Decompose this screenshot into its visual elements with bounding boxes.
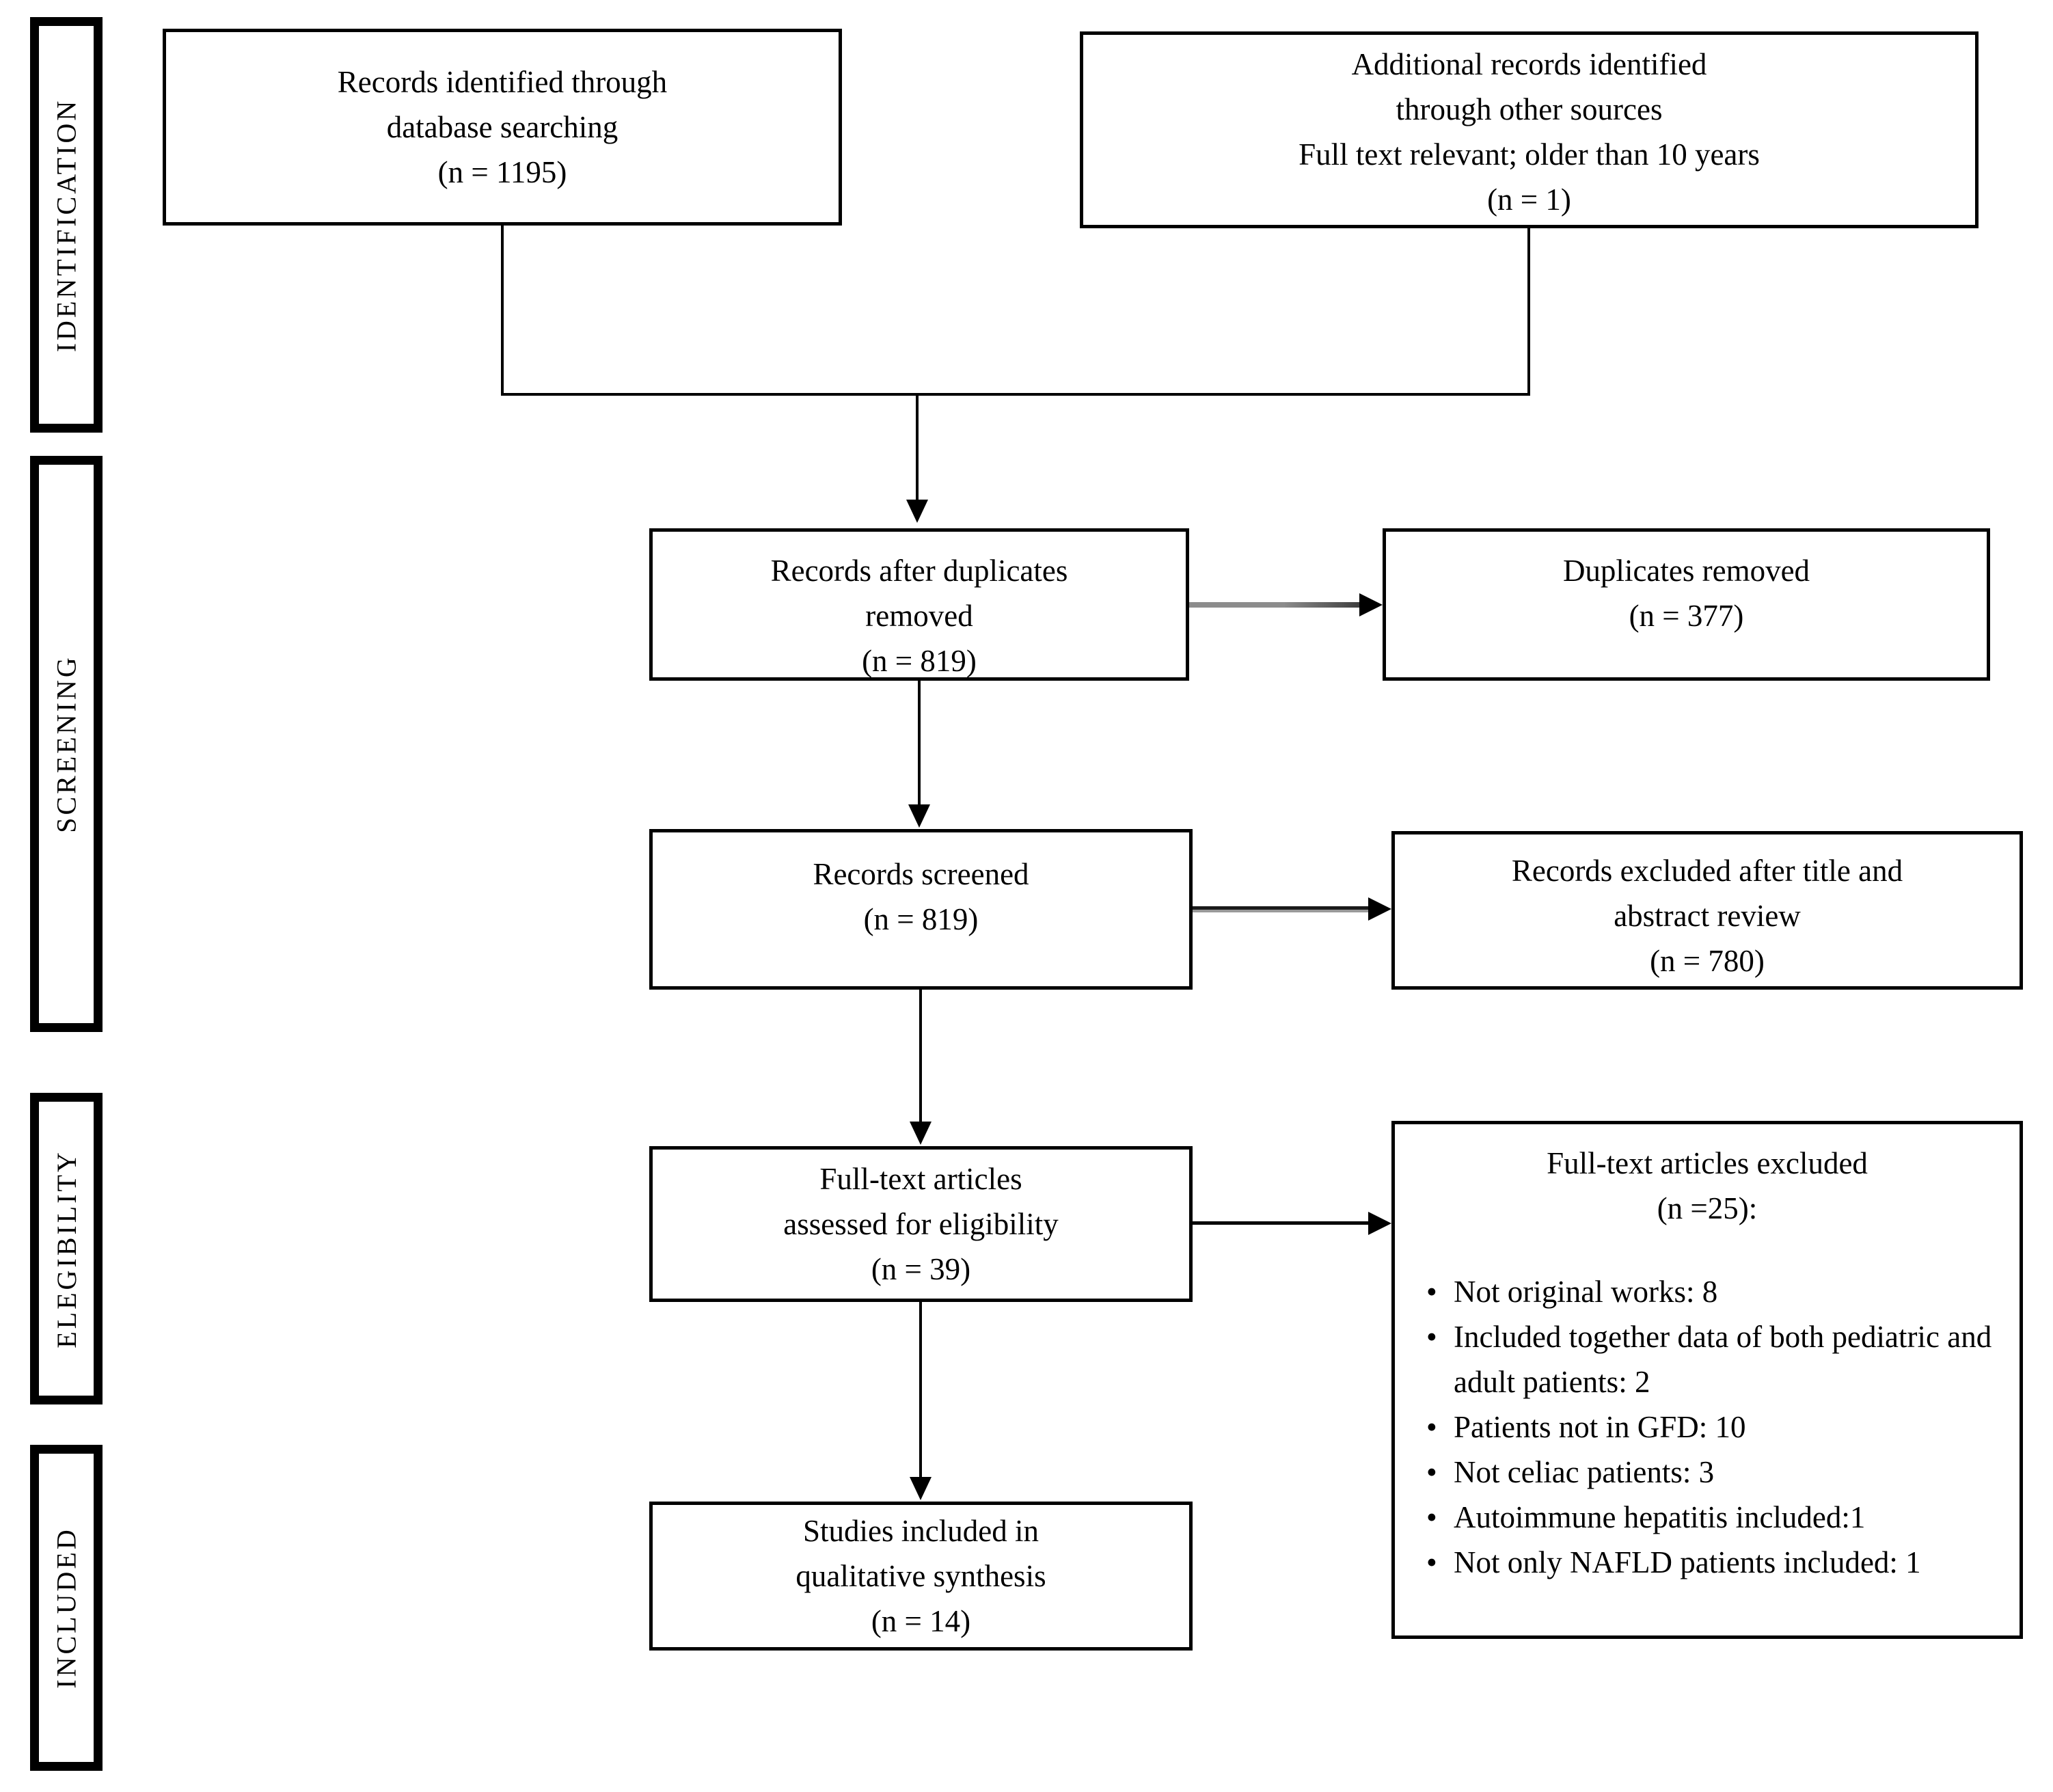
exclusion-reason-item: Not celiac patients: 3 (1422, 1450, 2010, 1495)
box-line: Studies included in (803, 1514, 1039, 1548)
box-line: Records excluded after title and (1511, 854, 1903, 888)
exclusion-reason-item: Autoimmune hepatitis included:1 (1422, 1495, 2010, 1540)
box-line: Full text relevant; older than 10 years (1299, 137, 1760, 172)
box-studies-included: Studies included in qualitative synthesi… (649, 1502, 1193, 1651)
box-line: (n = 377) (1629, 599, 1744, 633)
box-line: qualitative synthesis (796, 1559, 1046, 1593)
connector-line (916, 393, 919, 500)
stage-label-included: INCLUDED (30, 1445, 103, 1771)
exclusion-reason-item: Patients not in GFD: 10 (1422, 1404, 2010, 1450)
exclusion-reason-item: Not original works: 8 (1422, 1269, 2010, 1314)
box-line: removed (865, 599, 973, 633)
box-records-screened: Records screened (n = 819) (649, 829, 1193, 990)
stage-label-identification: IDENTIFICATION (30, 17, 103, 433)
connector-line (919, 1301, 922, 1478)
box-fulltext-excluded: Full-text articles excluded (n =25): Not… (1391, 1121, 2023, 1639)
connector-line (501, 226, 504, 394)
connector-line (501, 393, 1530, 396)
stage-label-text: SCREENING (51, 655, 82, 833)
box-line: assessed for eligibility (783, 1207, 1059, 1241)
box-line: (n = 1) (1487, 182, 1571, 217)
box-line: abstract review (1614, 899, 1801, 933)
box-line: (n = 39) (871, 1252, 971, 1286)
arrow-to-records-excluded (1193, 906, 1370, 912)
arrowhead-down-icon (906, 500, 928, 523)
box-additional-records: Additional records identified through ot… (1080, 31, 1979, 228)
exclusion-reason-item: Included together data of both pediatric… (1422, 1314, 2010, 1404)
stage-label-text: IDENTIFICATION (51, 98, 82, 352)
box-records-identified: Records identified through database sear… (163, 29, 842, 226)
box-line: (n = 819) (863, 902, 979, 936)
stage-label-elegibility: ELEGIBILITY (30, 1093, 103, 1404)
box-line: Records screened (813, 857, 1029, 891)
box-heading-line: Full-text articles excluded (1547, 1146, 1868, 1180)
arrowhead-down-icon (910, 1477, 932, 1500)
arrowhead-right-icon (1368, 1212, 1391, 1235)
box-line: Duplicates removed (1562, 554, 1810, 588)
box-line: Full-text articles (819, 1162, 1022, 1196)
box-line: (n = 780) (1650, 944, 1765, 978)
arrow-to-fulltext-excluded (1193, 1221, 1370, 1225)
arrowhead-down-icon (908, 804, 930, 828)
box-records-excluded: Records excluded after title and abstrac… (1391, 831, 2023, 990)
stage-label-text: ELEGIBILITY (51, 1149, 82, 1348)
box-line: Records after duplicates (770, 554, 1068, 588)
connector-line (918, 679, 921, 806)
arrow-to-duplicates-removed (1189, 602, 1361, 608)
arrowhead-down-icon (910, 1122, 932, 1145)
box-fulltext-assessed: Full-text articles assessed for eligibil… (649, 1146, 1193, 1302)
box-line: Records identified through (337, 65, 668, 99)
box-line: database searching (386, 110, 618, 144)
exclusion-reason-item: Not only NAFLD patients included: 1 (1422, 1540, 2010, 1585)
connector-line (919, 988, 922, 1123)
box-line: (n = 1195) (437, 155, 567, 189)
box-duplicates-removed: Duplicates removed (n = 377) (1383, 528, 1990, 681)
arrowhead-right-icon (1368, 897, 1391, 921)
box-line: Additional records identified (1351, 47, 1707, 81)
box-heading-line: (n =25): (1657, 1191, 1758, 1225)
stage-label-text: INCLUDED (51, 1527, 82, 1689)
exclusion-reason-list: Not original works: 8 Included together … (1395, 1269, 2020, 1585)
stage-label-screening: SCREENING (30, 456, 103, 1032)
box-records-after-duplicates: Records after duplicates removed (n = 81… (649, 528, 1189, 681)
box-line: through other sources (1396, 92, 1663, 126)
arrowhead-right-icon (1359, 593, 1383, 616)
connector-line (1527, 228, 1530, 394)
box-line: (n = 819) (862, 644, 977, 678)
box-line: (n = 14) (871, 1604, 971, 1638)
